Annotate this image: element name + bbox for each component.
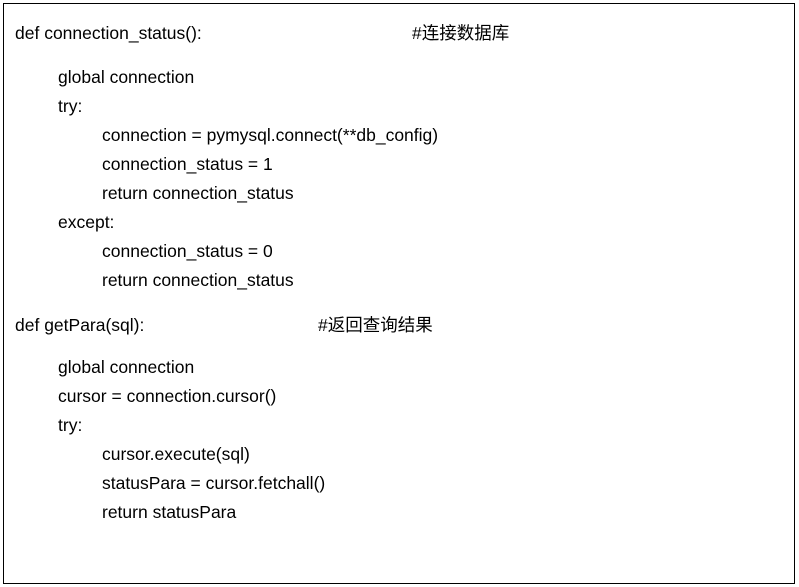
code-line: return connection_status xyxy=(102,270,294,290)
code-comment: #连接数据库 xyxy=(412,23,510,43)
code-line: return connection_status xyxy=(102,183,294,203)
code-box xyxy=(3,3,795,584)
code-line: connection = pymysql.connect(**db_config… xyxy=(102,125,439,145)
code-line: except: xyxy=(58,212,115,232)
code-comment: #返回查询结果 xyxy=(318,315,433,335)
function-signature: def getPara(sql): xyxy=(15,315,145,335)
code-line: cursor = connection.cursor() xyxy=(58,386,277,406)
function-signature: def connection_status(): xyxy=(15,23,202,43)
code-line: global connection xyxy=(58,357,195,377)
code-line: connection_status = 0 xyxy=(102,241,273,261)
code-line: connection_status = 1 xyxy=(102,154,273,174)
code-line: return statusPara xyxy=(102,502,237,522)
code-line: global connection xyxy=(58,67,195,87)
code-line: statusPara = cursor.fetchall() xyxy=(102,473,326,493)
code-line: try: xyxy=(58,96,83,116)
code-line: cursor.execute(sql) xyxy=(102,444,250,464)
code-line: try: xyxy=(58,415,83,435)
